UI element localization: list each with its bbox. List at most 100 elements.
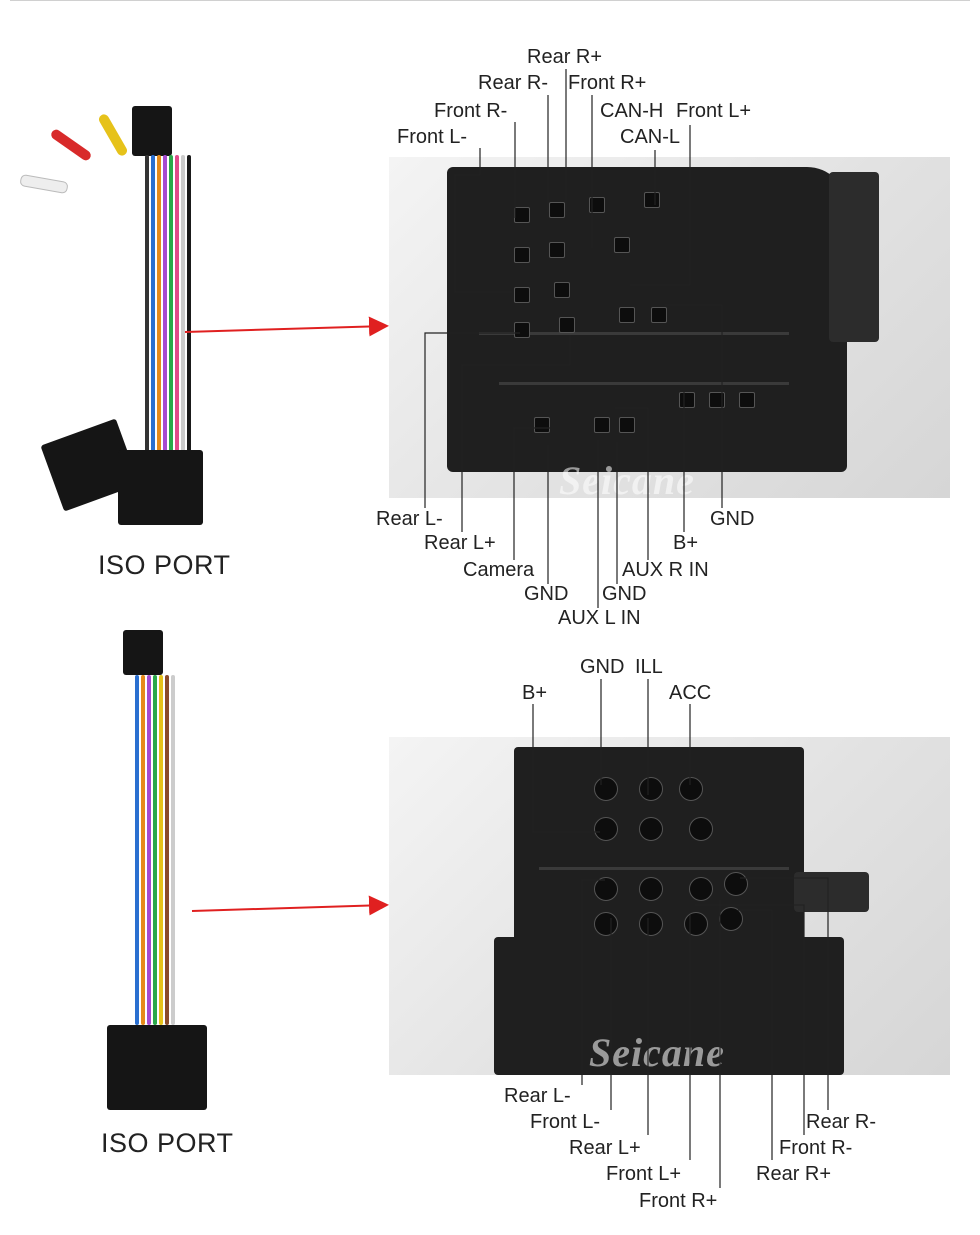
- top-label-can-l: CAN-L: [620, 126, 681, 148]
- top-label-gnd-middle: GND: [602, 583, 647, 605]
- pin: [619, 307, 635, 323]
- top-label-aux-l-in: AUX L IN: [558, 607, 641, 629]
- top-label-front-r-plus: Front R+: [568, 72, 647, 94]
- wire: [171, 675, 175, 1025]
- wire: [145, 155, 149, 455]
- bottom-leader-lines: [532, 679, 829, 1188]
- bottom-label-ill: ILL: [635, 656, 663, 678]
- pin: [709, 392, 725, 408]
- wire: [187, 155, 191, 455]
- wire: [181, 155, 185, 455]
- top-port-label: ISO PORT: [98, 550, 231, 580]
- bottom-connector-photo: Seicane: [389, 737, 950, 1075]
- pin: [614, 237, 630, 253]
- wire: [157, 155, 161, 455]
- pin: [651, 307, 667, 323]
- wire: [165, 675, 169, 1025]
- bottom-label-front-l-plus: Front L+: [606, 1163, 682, 1185]
- bottom-port-label: ISO PORT: [101, 1128, 234, 1158]
- top-small-connector: [132, 106, 172, 156]
- wire: [147, 675, 151, 1025]
- wire: [153, 675, 157, 1025]
- pin: [684, 912, 708, 936]
- top-label-front-l-plus: Front L+: [676, 100, 752, 122]
- top-watermark: Seicane: [559, 458, 695, 498]
- pin: [724, 872, 748, 896]
- pin: [514, 287, 530, 303]
- pin: [594, 912, 618, 936]
- bottom-label-acc: ACC: [669, 682, 712, 704]
- bottom-small-connector: [123, 630, 163, 675]
- pin: [514, 322, 530, 338]
- pin: [554, 282, 570, 298]
- ridge: [499, 382, 789, 385]
- pin: [559, 317, 575, 333]
- pin: [534, 417, 550, 433]
- pin: [719, 907, 743, 931]
- top-label-aux-r-in: AUX R IN: [622, 559, 709, 581]
- top-wire-harness: [19, 100, 230, 530]
- bottom-iso-plug: [107, 1025, 207, 1110]
- ridge: [479, 332, 789, 335]
- top-label-gnd-left: GND: [524, 583, 569, 605]
- pin: [619, 417, 635, 433]
- pin: [594, 817, 618, 841]
- bottom-connector-clip: [794, 872, 869, 912]
- top-label-can-h: CAN-H: [600, 100, 664, 122]
- wire: [175, 155, 179, 455]
- pin: [689, 817, 713, 841]
- pin: [739, 392, 755, 408]
- top-label-front-l-minus: Front L-: [397, 126, 468, 148]
- top-label-rear-l-plus: Rear L+: [424, 532, 496, 554]
- wire: [159, 675, 163, 1025]
- pin: [549, 202, 565, 218]
- pin: [594, 417, 610, 433]
- bottom-label-rear-l-minus: Rear L-: [504, 1085, 571, 1107]
- bottom-label-front-l-minus: Front L-: [530, 1111, 601, 1133]
- wire: [141, 675, 145, 1025]
- bottom-label-rear-l-plus: Rear L+: [569, 1137, 641, 1159]
- wire: [135, 675, 139, 1025]
- bottom-label-rear-r-minus-right: Rear R-: [806, 1111, 877, 1133]
- bottom-arrow: [191, 895, 389, 916]
- top-label-rear-l-minus: Rear L-: [376, 508, 443, 530]
- pin: [549, 242, 565, 258]
- pin: [589, 197, 605, 213]
- top-label-rear-r-minus: Rear R-: [478, 72, 549, 94]
- top-label-gnd-right: GND: [710, 508, 755, 530]
- pin: [639, 777, 663, 801]
- pin: [594, 777, 618, 801]
- top-connector-photo: Seicane: [389, 157, 950, 498]
- wire: [151, 155, 155, 455]
- pin: [594, 877, 618, 901]
- pin: [679, 777, 703, 801]
- wire: [163, 155, 167, 455]
- top-connector-housing: [447, 167, 847, 472]
- top-divider: [10, 0, 970, 1]
- top-label-front-r-minus: Front R-: [434, 100, 508, 122]
- top-leader-lines: [424, 69, 723, 608]
- top-arrow: [184, 316, 389, 337]
- top-label-camera: Camera: [463, 559, 535, 581]
- ridge: [539, 867, 789, 870]
- bottom-wire-harness: [95, 625, 245, 1115]
- pin: [679, 392, 695, 408]
- pin: [644, 192, 660, 208]
- bottom-label-gnd: GND: [580, 656, 625, 678]
- top-iso-plug: [118, 450, 203, 525]
- top-connector-flange: [829, 172, 879, 342]
- bottom-label-rear-r-plus: Rear R+: [756, 1163, 832, 1185]
- pin: [514, 247, 530, 263]
- pin: [689, 877, 713, 901]
- pin: [639, 817, 663, 841]
- pin: [639, 912, 663, 936]
- top-label-rear-r-plus: Rear R+: [527, 46, 603, 68]
- bottom-label-b-plus: B+: [522, 682, 548, 704]
- bottom-label-front-r-minus: Front R-: [779, 1137, 853, 1159]
- wire: [169, 155, 173, 455]
- bottom-label-front-r-plus: Front R+: [639, 1190, 718, 1212]
- bottom-connector-housing-lower: [494, 937, 844, 1075]
- top-label-b-plus: B+: [673, 532, 699, 554]
- pin: [639, 877, 663, 901]
